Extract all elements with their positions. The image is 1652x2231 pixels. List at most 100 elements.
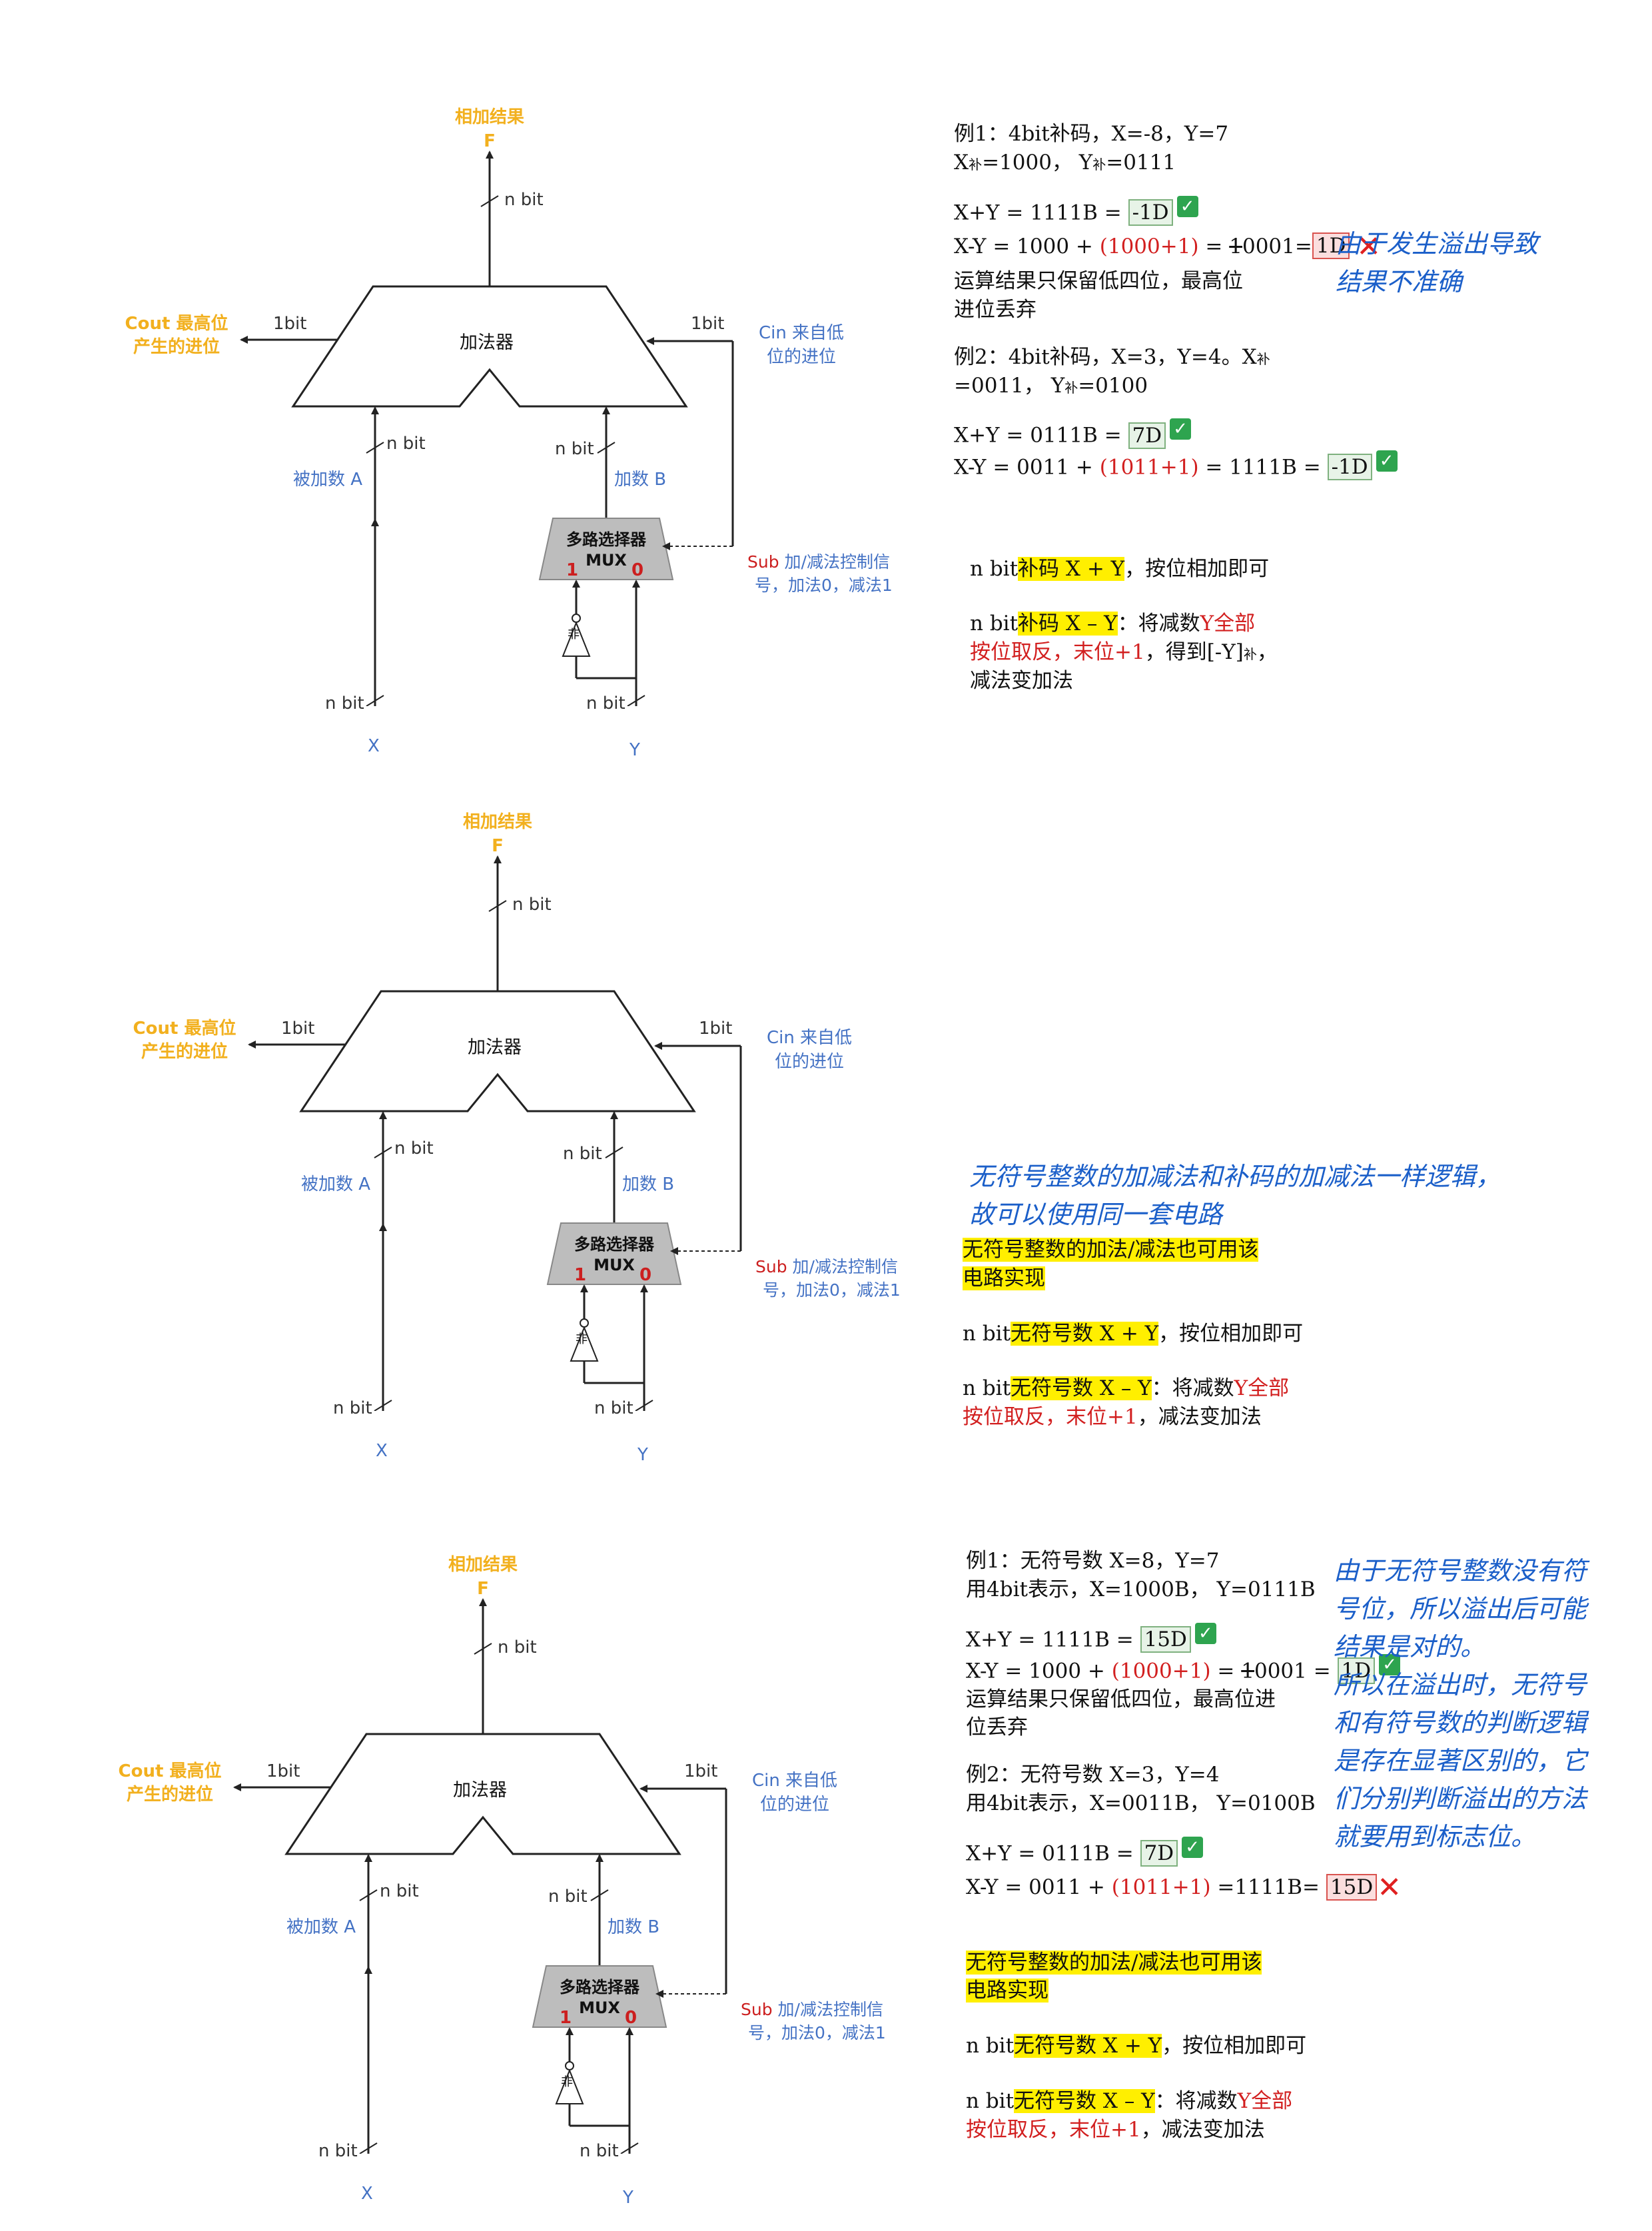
- mux-line2: MUX: [594, 1256, 635, 1274]
- mux-input-1: 1: [574, 1265, 587, 1285]
- onebit-cout-label: 1bit: [266, 1761, 300, 1781]
- nbit-a-label: n bit: [394, 1138, 434, 1158]
- sub-rule-line1: n bit补码 X – Y：将减数Y全部: [970, 612, 1256, 636]
- hl-line1: 无符号整数的加法/减法也可用该: [966, 1950, 1262, 1975]
- result-symbol: F: [484, 131, 496, 151]
- nbit-y-label: n bit: [594, 1398, 633, 1418]
- cout-line2: 产生的进位: [126, 1785, 213, 1805]
- note3-line: 所以在溢出时，无符号: [1334, 1670, 1587, 1699]
- nbit-y-label: n bit: [586, 693, 625, 713]
- mux-input-0: 0: [639, 1265, 652, 1285]
- cin-line1: Cin 来自低: [766, 1028, 853, 1048]
- sub-control-line1: Sub 加/减法控制信: [755, 1257, 898, 1276]
- note3-line: 就要用到标志位。: [1334, 1822, 1537, 1851]
- sub-rule-line2: 按位取反，末位+1，减法变加法: [963, 1405, 1262, 1430]
- note3-line: 们分别判断溢出的方法: [1334, 1784, 1587, 1813]
- cout-line1: Cout 最高位: [133, 1019, 236, 1039]
- not-gate-label: 非: [568, 628, 580, 642]
- input-x-label: X: [368, 736, 380, 756]
- add-rule: n bit无符号数 X + Y，按位相加即可: [963, 1321, 1304, 1346]
- adder-subtractor-circuit: 相加结果 F n bit 加法器 1bit 1bit Cout 最高位 产生的进…: [0, 1448, 926, 2208]
- onebit-cin-label: 1bit: [699, 1019, 733, 1039]
- note1-line2: 结果不准确: [1336, 267, 1463, 296]
- onebit-cout-label: 1bit: [281, 1019, 315, 1039]
- addend-b-label: 加数 B: [614, 470, 667, 490]
- onebit-cin-label: 1bit: [691, 314, 725, 334]
- sub-control-line1: Sub 加/减法控制信: [747, 552, 890, 572]
- addend-b-label: 加数 B: [608, 1917, 660, 1937]
- diff1-line: X-Y = 1000 + (1000+1) = 10001 = 1D✓: [966, 1653, 1402, 1685]
- addend-a-label: 被加数 A: [301, 1174, 371, 1194]
- panel-2-unsigned: 无符号整数的加法/减法也可用该 电路实现 n bit无符号数 X + Y，按位相…: [963, 1236, 1303, 1432]
- panel-1-twos-complement: 例1：4bit补码，X=-8，Y=7 X补=1000， Y补=0111 X+Y …: [954, 120, 1398, 695]
- mux-input-0: 0: [631, 560, 644, 580]
- onebit-cout-label: 1bit: [273, 314, 307, 334]
- mux-shape: [546, 1222, 682, 1285]
- ex2-line2: 用4bit表示，X=0011B， Y=0100B: [966, 1791, 1316, 1816]
- nbit-x-label: n bit: [333, 1398, 372, 1418]
- cout-line2: 产生的进位: [133, 337, 220, 357]
- note-overflow-3: 由于无符号整数没有符 号位，所以溢出后可能 结果是对的。 所以在溢出时，无符号 …: [1334, 1552, 1587, 1856]
- note3-line: 由于无符号整数没有符: [1334, 1556, 1587, 1585]
- ex1-line1: 例1：4bit补码，X=-8，Y=7: [954, 122, 1229, 146]
- not-gate-shape: [555, 2068, 584, 2104]
- mux-line2: MUX: [586, 551, 627, 570]
- ex1-line2: X补=1000， Y补=0111: [954, 150, 1176, 175]
- nbit-x-label: n bit: [318, 2141, 358, 2161]
- hl-line2: 电路实现: [963, 1266, 1045, 1290]
- adder-shape: [291, 285, 688, 408]
- mux-shape: [538, 518, 674, 580]
- not-gate-label: 非: [576, 1332, 588, 1346]
- mux-input-1: 1: [566, 560, 579, 580]
- check-icon: ✓: [1170, 418, 1192, 440]
- nbit-b-label: n bit: [548, 1887, 588, 1907]
- input-x-label: X: [376, 1441, 388, 1461]
- nbit-a-label: n bit: [386, 434, 426, 454]
- hl-line2: 电路实现: [966, 1979, 1048, 2003]
- mux-shape: [532, 1965, 667, 2028]
- note3-line: 号位，所以溢出后可能: [1334, 1594, 1587, 1623]
- keep-line2: 进位丢弃: [954, 298, 1036, 322]
- cout-line2: 产生的进位: [141, 1042, 228, 1062]
- mux-input-0: 0: [625, 2008, 637, 2028]
- panel-3-unsigned-examples: 例1：无符号数 X=8，Y=7 用4bit表示，X=1000B， Y=0111B…: [966, 1547, 1402, 2144]
- input-y-label: Y: [623, 2188, 633, 2208]
- cin-line2: 位的进位: [766, 347, 836, 367]
- ex1-line1: 例1：无符号数 X=8，Y=7: [966, 1549, 1220, 1573]
- note3-line: 结果是对的。: [1334, 1632, 1486, 1661]
- addend-b-label: 加数 B: [622, 1174, 675, 1194]
- check-icon: ✓: [1379, 1653, 1401, 1675]
- note3-line: 是存在显著区别的，它: [1334, 1746, 1587, 1775]
- note-unsigned-same-circuit: 无符号整数的加减法和补码的加减法一样逻辑， 故可以使用同一套电路: [969, 1158, 1501, 1234]
- keep-line1: 运算结果只保留低四位，最高位: [954, 269, 1243, 294]
- input-y-label: Y: [629, 740, 640, 760]
- adder-label: 加法器: [453, 1780, 507, 1801]
- ex1-line2: 用4bit表示，X=1000B， Y=0111B: [966, 1577, 1316, 1601]
- note1-line1: 由于发生溢出导致: [1336, 229, 1539, 258]
- result-label: 相加结果: [462, 812, 532, 832]
- not-gate-label: 非: [561, 2075, 573, 2089]
- cout-line1: Cout 最高位: [125, 314, 228, 334]
- sub-rule-line2: 按位取反，末位+1，得到[-Y]补，: [970, 640, 1278, 665]
- not-gate-shape: [570, 1326, 599, 1362]
- check-icon: ✓: [1194, 1622, 1216, 1644]
- adder-shape: [284, 1733, 681, 1855]
- cin-line2: 位的进位: [774, 1052, 844, 1072]
- cin-line1: Cin 来自低: [758, 323, 845, 343]
- result-symbol: F: [477, 1579, 489, 1599]
- result-label: 相加结果: [454, 107, 524, 127]
- hl-line1: 无符号整数的加法/减法也可用该: [963, 1238, 1259, 1262]
- check-icon: ✓: [1176, 195, 1198, 217]
- ex2-line1: 例2：无符号数 X=3，Y=4: [966, 1763, 1220, 1787]
- add-rule: n bit无符号数 X + Y，按位相加即可: [966, 2034, 1307, 2058]
- cout-line1: Cout 最高位: [118, 1761, 222, 1781]
- adder-subtractor-circuit: 相加结果 F n bit 加法器 1bit 1bit Cout 最高位 产生的进…: [0, 0, 933, 760]
- addend-a-label: 被加数 A: [293, 470, 363, 490]
- sum1-line: X+Y = 1111B = -1D✓: [954, 195, 1398, 227]
- cin-line1: Cin 来自低: [751, 1771, 838, 1791]
- sub-control-line2: 号，加法0，减法1: [748, 2023, 886, 2042]
- mux-line1: 多路选择器: [566, 530, 646, 549]
- ex2-line2: =0011， Y补=0100: [954, 373, 1148, 398]
- cross-icon: ✕: [1356, 229, 1382, 264]
- result-symbol: F: [492, 836, 504, 856]
